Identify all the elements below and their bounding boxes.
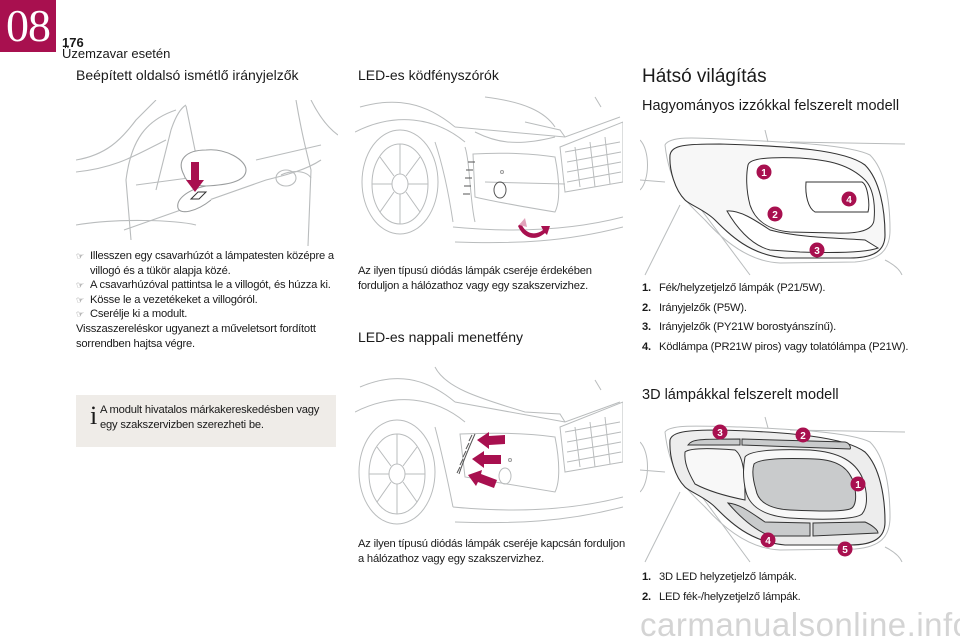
section-heading-fog-lamps: LED-es ködfényszórók <box>358 67 499 83</box>
front-bumper-daytime-lights-illustration <box>355 366 623 525</box>
arrow-icons <box>468 432 505 488</box>
section-heading-rear-lighting: Hátsó világítás <box>642 66 767 87</box>
callout-number: 2 <box>772 210 778 221</box>
bulb-model-list-block: 1.Fék/helyzetjelző lámpák (P21/5W). 2.Ir… <box>642 281 932 359</box>
front-bumper-fog-lamp-illustration <box>355 96 623 244</box>
3d-model-list-block: 1.3D LED helyzetjelző lámpák. 2.LED fék-… <box>642 570 932 609</box>
callout-number: 3 <box>814 246 820 257</box>
rear-lamp-3d-illustration: 1 2 3 4 5 <box>640 416 906 563</box>
callout-badges <box>756 164 857 258</box>
callout-number: 1 <box>855 480 861 491</box>
chapter-title: Üzemzavar esetén <box>62 46 171 61</box>
daytime-lights-text: Az ilyen típusú diódás lámpák cseréje ka… <box>358 538 625 565</box>
callout-number: 2 <box>800 431 806 442</box>
bulb-list: 1.Fék/helyzetjelző lámpák (P21/5W). 2.Ir… <box>642 281 932 354</box>
callout-number: 1 <box>761 168 767 179</box>
list-item: 2.Irányjelzők (P5W). <box>642 301 747 314</box>
pointing-hand-icon: ☞ <box>76 280 84 291</box>
instruction-item: ☞Kösse le a vezetékeket a villogóról. <box>76 293 258 306</box>
instruction-bullet-list: ☞Illesszen egy csavarhúzót a lámpatesten… <box>76 249 338 322</box>
page-number: 176 <box>62 35 84 50</box>
callout-number: 4 <box>846 195 852 206</box>
side-mirror-indicator-illustration <box>76 100 338 246</box>
watermark: carmanualsonline.info <box>640 606 960 643</box>
3d-lamp-list: 1.3D LED helyzetjelző lámpák. 2.LED fék-… <box>642 570 932 604</box>
fog-lamps-text: Az ilyen típusú diódás lámpák cseréje ér… <box>358 265 592 292</box>
callout-number: 4 <box>765 536 771 547</box>
info-text: A modult hivatalos márkakereskedésben va… <box>100 404 320 431</box>
callout-number: 3 <box>717 428 723 439</box>
list-item: 1.3D LED helyzetjelző lámpák. <box>642 571 797 583</box>
callout-number: 5 <box>842 545 848 556</box>
list-item: 2.LED fék-/helyzetjelző lámpák. <box>642 590 801 603</box>
subheading-bulb-model: Hagyományos izzókkal felszerelt modell <box>642 98 900 114</box>
info-box: i A modult hivatalos márkakereskedésben … <box>76 395 336 447</box>
chapter-number-badge: 08 <box>0 0 56 52</box>
pointing-hand-icon: ☞ <box>76 294 84 305</box>
rear-lamp-bulb-illustration: 1 2 3 4 <box>640 130 906 276</box>
list-item: 3.Irányjelzők (PY21W borostyánszínű). <box>642 321 837 334</box>
instruction-item: ☞A csavarhúzóval pattintsa le a villogót… <box>76 279 331 292</box>
instructions-block: ☞Illesszen egy csavarhúzót a lámpatesten… <box>76 249 338 351</box>
pointing-hand-icon: ☞ <box>76 309 84 320</box>
instruction-item: ☞Cserélje ki a modult. <box>76 308 188 321</box>
info-icon: i <box>90 401 98 430</box>
subheading-3d-model: 3D lámpákkal felszerelt modell <box>642 387 839 403</box>
pointing-hand-icon: ☞ <box>76 251 84 261</box>
reassembly-note: Visszaszereléskor ugyanezt a műveletsort… <box>76 322 316 350</box>
section-heading-side-indicators: Beépített oldalsó ismétlő irányjelzők <box>76 67 299 83</box>
instruction-item: ☞Illesszen egy csavarhúzót a lámpatesten… <box>76 250 334 277</box>
callout-badges <box>712 424 866 557</box>
list-item: 4.Ködlámpa (PR21W piros) vagy tolatólámp… <box>642 340 909 353</box>
section-heading-daytime-lights: LED-es nappali menetfény <box>358 329 523 345</box>
list-item: 1.Fék/helyzetjelző lámpák (P21/5W). <box>642 282 826 294</box>
